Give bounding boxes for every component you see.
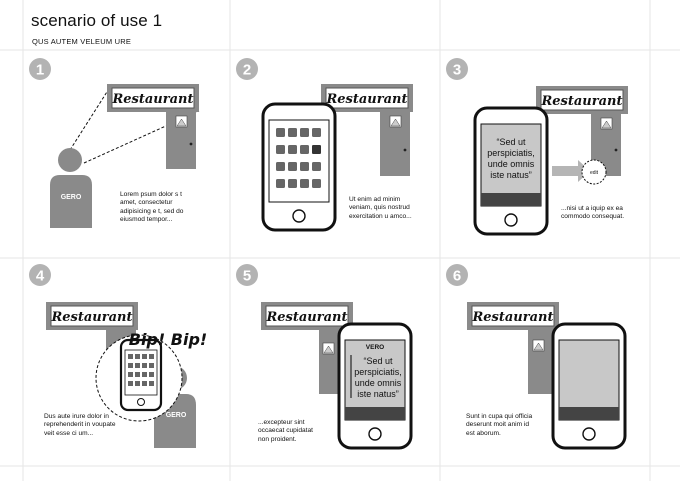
quote-line: “Sed ut [496,137,526,147]
app-grid [128,354,154,386]
smartphone [337,322,413,450]
panel-1: Restaurant GERO [50,83,200,228]
step-marker-1: 1 [29,58,51,80]
caption-3: ...nisi ut a iquip ex ea commodo consequ… [561,205,625,221]
zoom-circle [581,159,607,185]
step-markers: 1 2 3 4 5 6 [29,58,468,286]
quote-line: perspiciatis, [354,367,402,377]
panel-5: Restaurant VERO “Sed ut perspiciatis, un… [261,302,413,450]
person-label: GERO [166,412,187,419]
step-marker-2: 2 [236,58,258,80]
step-marker-5: 5 [236,264,258,286]
app-grid [276,128,321,188]
panel-2: Restaurant [261,84,413,232]
step-marker-6: 6 [446,264,468,286]
step-marker-3: 3 [446,58,468,80]
quote-line: perspiciatis, [487,148,535,158]
quote-line: unde omnis [355,378,402,388]
quote-line: “Sed ut [363,356,393,366]
step-marker-4: 4 [29,264,51,286]
person-label: GERO [61,194,82,201]
caption-4: Dus aute irure dolor in reprehenderit in… [44,413,116,437]
step-number-5: 5 [243,268,251,285]
panel-6: Restaurant [467,302,627,450]
restaurant-sign-text: Restaurant [111,92,193,107]
quote-block: “Sed ut perspiciatis, unde omnis iste na… [487,137,535,180]
restaurant-sign-text: Restaurant [265,310,347,325]
caption-5: ...excepteur sint occaecat cupidatat non… [258,419,313,443]
step-number-3: 3 [453,62,461,79]
quote-block: “Sed ut perspiciatis, unde omnis iste na… [354,356,402,399]
step-number-4: 4 [36,268,45,285]
page-subtitle: QUS AUTEM VELEUM URE [32,37,132,46]
step-number-6: 6 [453,268,461,285]
smartphone [119,338,163,412]
smartphone [473,106,549,236]
edit-label: edit [590,170,599,176]
quote-line: iste natus” [490,170,532,180]
quote-line: unde omnis [488,159,535,169]
restaurant-sign-text: Restaurant [50,310,132,325]
arrow-icon [552,160,590,182]
restaurant-sign-text: Restaurant [471,310,553,325]
bip-label: Bip! Bip! [129,330,207,349]
panel-4: Restaurant GERO Bip! Bip! [46,302,207,448]
step-number-1: 1 [36,62,44,79]
caption-6: Sunt in cupa qui officia deserunt moit a… [466,413,533,437]
restaurant-sign-text: Restaurant [325,92,407,107]
restaurant-sign-text: Restaurant [540,94,622,109]
smartphone [551,322,627,450]
smartphone [261,102,337,232]
vero-label: VERO [366,344,384,351]
caption-2: Ut enim ad minim veniam, quis nostrud ex… [349,196,412,220]
panel-3: Restaurant “Sed ut perspiciatis, unde om… [473,86,628,236]
person-icon [50,148,92,228]
caption-1: Lorem psum dolor s t amet, consectetur a… [120,191,184,224]
quote-line: iste natus” [357,389,399,399]
page-title: scenario of use 1 [31,11,163,30]
step-number-2: 2 [243,62,251,79]
